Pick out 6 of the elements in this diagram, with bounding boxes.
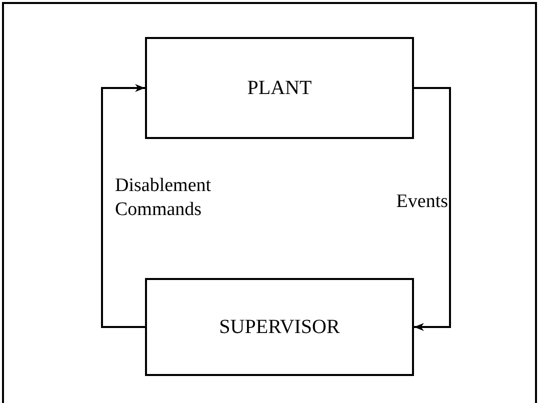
process-box: SUPERVISOR: [145, 278, 414, 376]
process-box: PLANT: [145, 37, 414, 139]
edge-label: Events: [395, 190, 448, 214]
edge-label: Disablement Commands: [115, 174, 212, 222]
arrow: [101, 84, 145, 328]
arrow: [414, 87, 451, 331]
